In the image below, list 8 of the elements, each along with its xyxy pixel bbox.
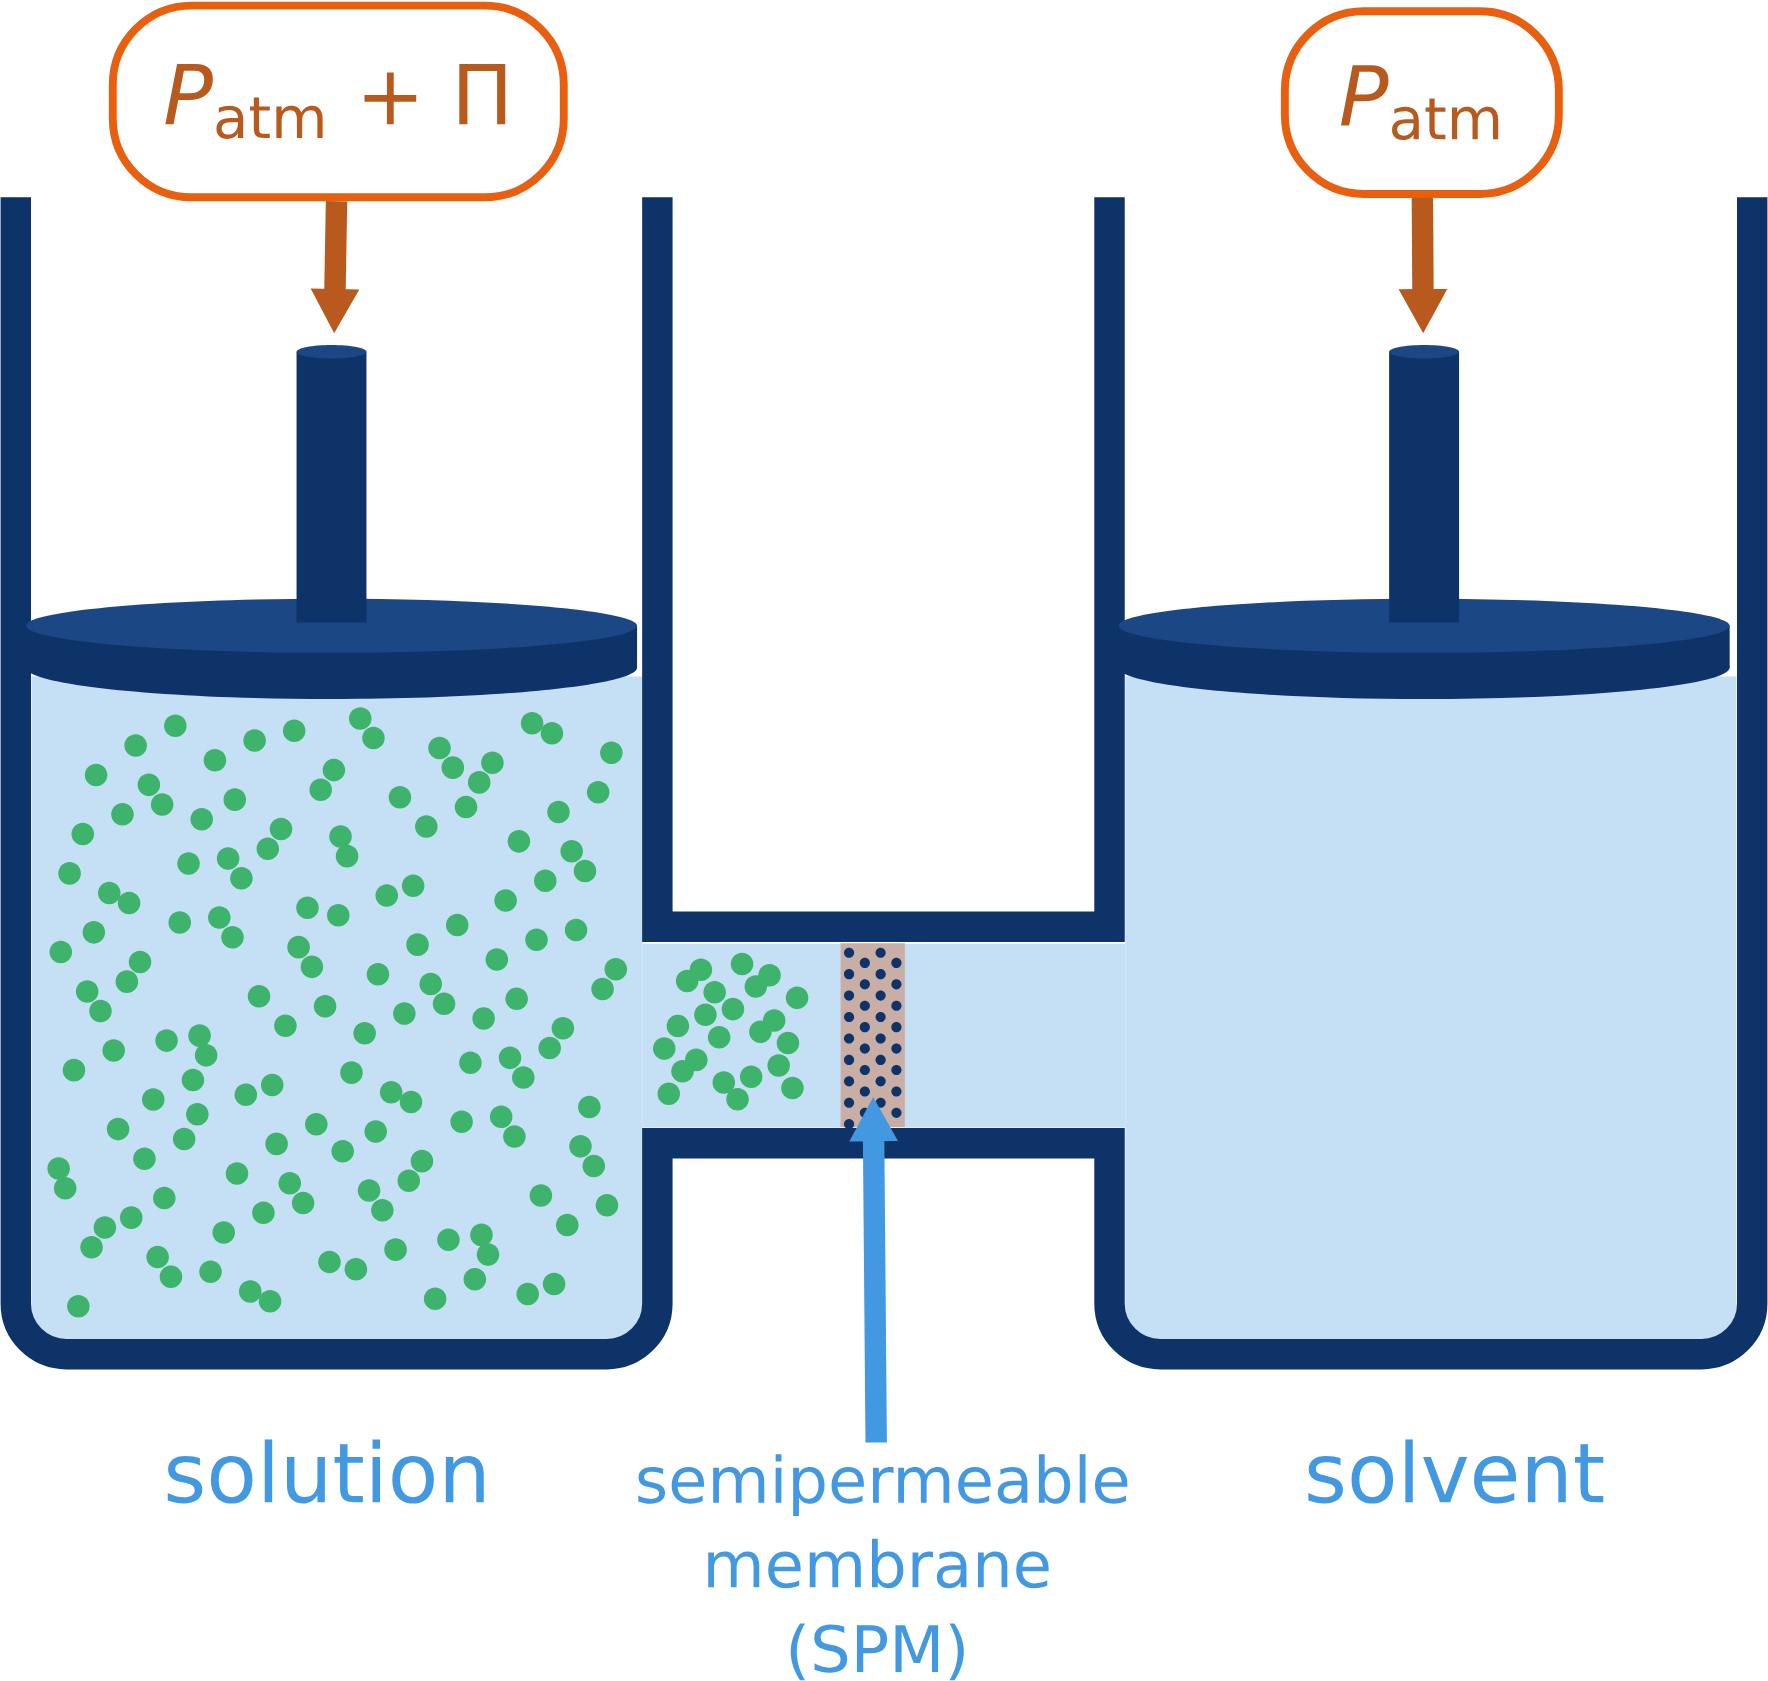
- membrane: [840, 943, 905, 1130]
- piston: [25, 344, 638, 699]
- pressure-label-box: P$_{atm}$: [1280, 7, 1563, 198]
- piston: [1118, 344, 1730, 699]
- container-label: solution: [167, 1439, 484, 1504]
- membrane-label: semipermeable membrane (SPM): [638, 1454, 1128, 1681]
- pressure-label-box: P$_{atm}$ + Π: [108, 1, 568, 202]
- container-label: solvent: [1308, 1439, 1604, 1504]
